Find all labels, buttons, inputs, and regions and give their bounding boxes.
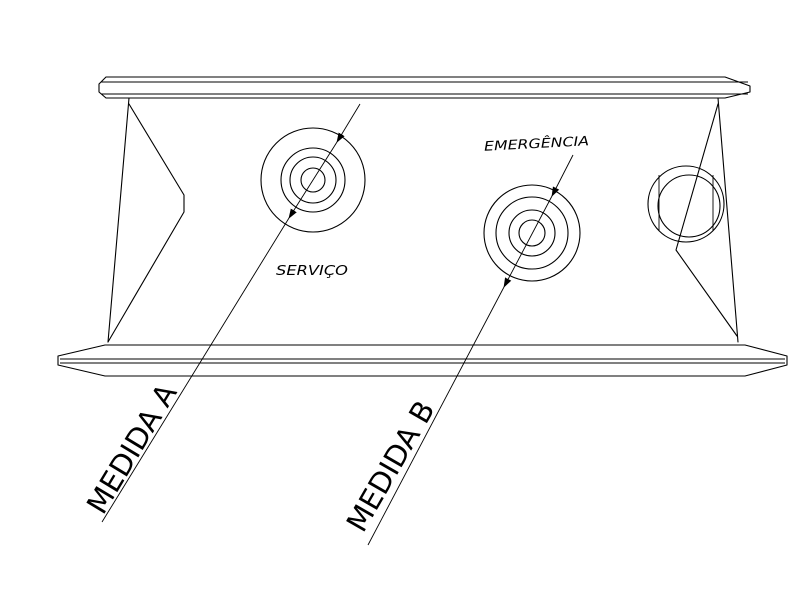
dimension-a-leader [101,103,361,523]
housing-body [107,97,739,343]
emergency-label: EMERGÊNCIA [484,133,590,154]
top-flange [98,76,751,99]
bottom-flange [57,344,788,377]
service-port [260,127,366,233]
emergency-port [483,184,581,282]
medida-a-label: MEDIDA A [80,378,184,520]
dimension-b-leader [367,154,574,546]
side-fitting [647,165,725,243]
service-label: SERVIÇO [276,264,348,279]
medida-b-label: MEDIDA B [340,395,442,538]
